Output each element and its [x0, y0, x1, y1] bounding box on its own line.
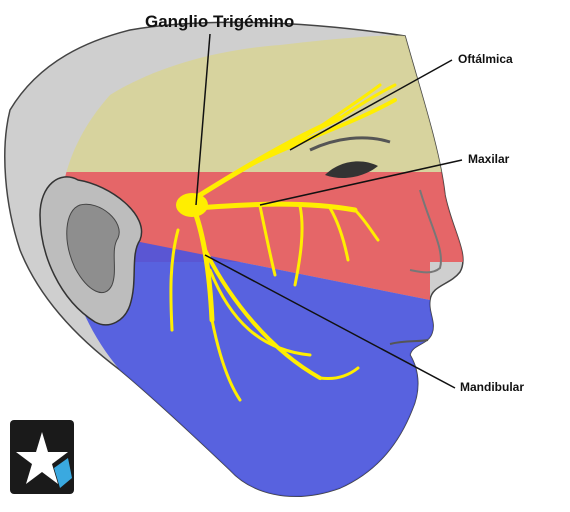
diagram-title: Ganglio Trigémino	[145, 12, 295, 31]
star-logo-icon	[10, 420, 74, 494]
label-maxilar: Maxilar	[468, 152, 510, 166]
leader-ganglio	[195, 33, 211, 206]
leader-mandibular	[204, 254, 456, 389]
mouth-line	[389, 339, 429, 345]
label-oftalmica: Oftálmica	[458, 52, 513, 66]
leader-maxilar	[259, 159, 463, 206]
nose-line	[409, 189, 442, 274]
label-mandibular: Mandibular	[460, 380, 525, 394]
trigeminal-nerve	[169, 83, 397, 402]
leader-lines	[195, 33, 463, 389]
eye-shape	[325, 161, 378, 179]
eyebrow	[309, 136, 391, 152]
leader-oftalmica	[289, 59, 453, 151]
ear-inner	[66, 203, 120, 294]
